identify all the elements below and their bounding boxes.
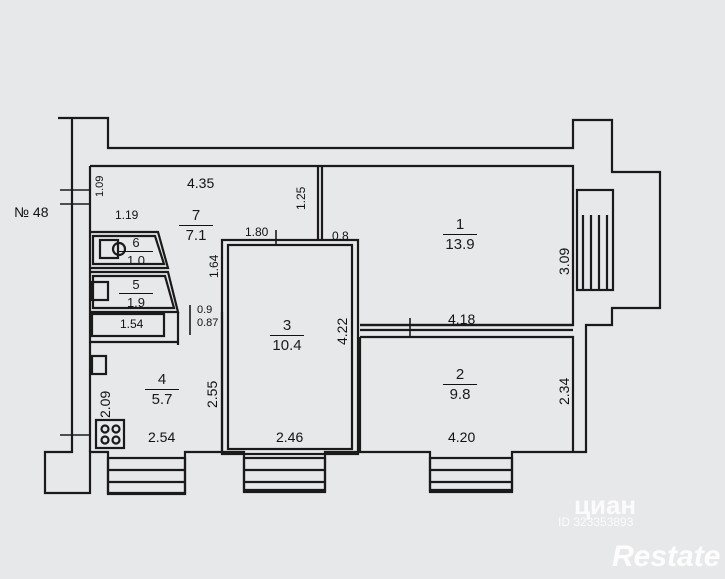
dim-2-55: 2.55	[204, 380, 220, 408]
outer-wall	[43, 116, 662, 495]
room-number: 6	[132, 235, 140, 250]
room-area: 9.8	[443, 384, 477, 402]
room-6-label: 6 1.0	[106, 236, 166, 267]
sink-5	[90, 280, 110, 302]
dim-1-25: 1.25	[294, 186, 308, 210]
dim-0-87: 0.87	[197, 317, 219, 329]
stairs	[575, 188, 615, 292]
dim-3-09: 3.09	[556, 247, 572, 275]
room-number: 5	[132, 277, 140, 292]
room-area: 13.9	[443, 234, 477, 252]
stove	[94, 418, 126, 450]
dim-2-09: 2.09	[97, 390, 113, 418]
dim-2-54: 2.54	[148, 429, 176, 445]
room-area: 10.4	[270, 335, 304, 353]
dim-4-35: 4.35	[187, 175, 215, 191]
room-1-label: 1 13.9	[430, 217, 490, 252]
toilet	[98, 238, 120, 260]
cian-watermark: циан	[574, 490, 637, 520]
house-number-label: № 48	[14, 204, 49, 220]
bathtub	[90, 312, 166, 338]
room-area: 7.1	[179, 225, 213, 243]
room-number: 2	[455, 366, 465, 383]
room-number: 4	[157, 371, 167, 388]
room-4-label: 4 5.7	[132, 372, 192, 407]
dim-4-18: 4.18	[448, 311, 476, 327]
window-2	[428, 456, 514, 494]
room-area: 1.9	[119, 293, 153, 309]
cian-id-watermark: ID 323353893	[558, 515, 634, 529]
room-area: 5.7	[145, 389, 179, 407]
room-2-label: 2 9.8	[430, 367, 490, 402]
dim-4-20: 4.20	[448, 429, 476, 445]
dim-1-09: 1.09	[94, 175, 106, 197]
room-3-label: 3 10.4	[257, 318, 317, 353]
room-area: 1.0	[119, 251, 153, 267]
room-number: 7	[191, 207, 201, 224]
bathroom-5	[90, 270, 180, 314]
window-4	[106, 456, 187, 496]
dim-1-19: 1.19	[115, 208, 139, 222]
dim-1-80: 1.80	[245, 225, 269, 239]
room-7-label: 7 7.1	[166, 208, 226, 243]
bathroom-6	[90, 230, 170, 270]
room-number: 3	[282, 317, 292, 334]
restate-watermark: Restate	[612, 540, 721, 573]
sink-4	[90, 354, 108, 376]
dim-2-34: 2.34	[556, 377, 572, 405]
inner-wall	[88, 164, 575, 452]
room-5-label: 5 1.9	[106, 278, 166, 309]
window-3	[242, 456, 327, 494]
dim-4-22: 4.22	[334, 317, 350, 345]
dim-0-9: 0.9	[197, 304, 213, 316]
dim-0-8: 0.8	[332, 229, 349, 243]
dim-1-54: 1.54	[120, 317, 144, 331]
room-number: 1	[455, 216, 465, 233]
dim-1-64: 1.64	[207, 254, 221, 278]
dim-2-46: 2.46	[276, 429, 304, 445]
